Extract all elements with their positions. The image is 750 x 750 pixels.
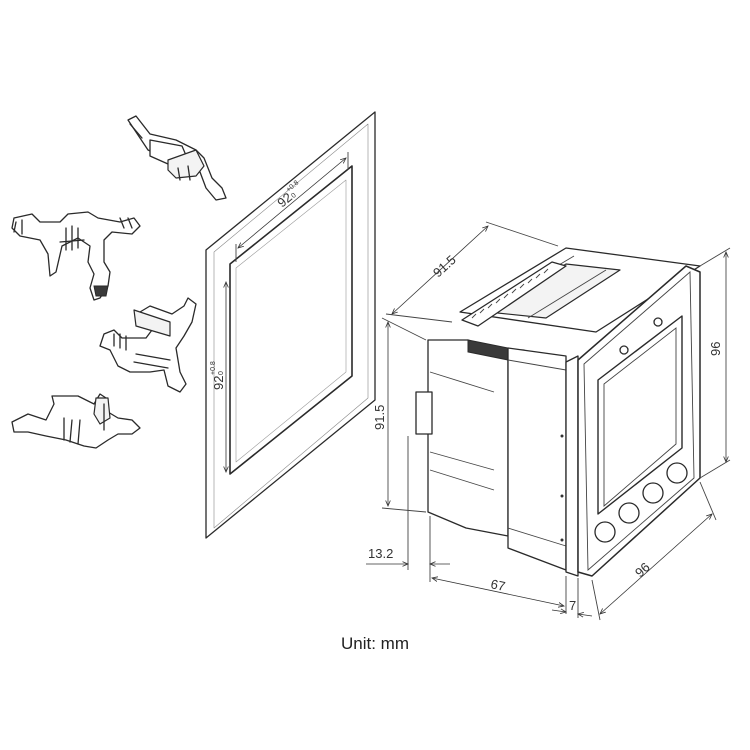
front-button — [618, 502, 640, 524]
front-width-value: 96 — [632, 559, 653, 580]
meter-device — [415, 247, 701, 577]
mounting-clip-2 — [11, 211, 141, 301]
indicator-led — [653, 317, 663, 327]
cutout-width-dimension: 92 +0.8 0 — [235, 152, 349, 262]
body-height-side-dimension: 91.5 — [372, 317, 427, 513]
cutout-height-tol-lower: 0 — [218, 371, 225, 375]
mounting-clip-3 — [99, 297, 197, 393]
cutout-width-tol-lower: 0 — [290, 192, 298, 200]
front-height-value: 96 — [708, 342, 723, 356]
body-depth-value: 67 — [489, 576, 506, 594]
front-button — [594, 521, 616, 543]
display-window — [597, 315, 683, 515]
body-height-side-value: 91.5 — [372, 405, 387, 430]
cutout-height-dimension: 92 +0.8 0 — [210, 282, 226, 472]
panel-plate — [205, 111, 376, 539]
depth-dimensions: 13.2 67 7 — [366, 436, 593, 618]
bezel-depth-value: 7 — [569, 598, 576, 613]
mounting-clip-4 — [11, 393, 141, 449]
front-button — [642, 482, 664, 504]
unit-label: Unit: mm — [341, 634, 409, 653]
body-depth-top-dimension: 91.5 — [385, 221, 559, 323]
cutout-height-tol-upper: +0.8 — [210, 361, 217, 375]
mounting-clip-1 — [127, 115, 227, 201]
cutout-height-value: 92 — [211, 376, 226, 390]
front-button — [666, 462, 688, 484]
rear-offset-value: 13.2 — [368, 546, 393, 561]
front-height-dimension: 96 — [699, 247, 731, 479]
indicator-led — [619, 345, 629, 355]
